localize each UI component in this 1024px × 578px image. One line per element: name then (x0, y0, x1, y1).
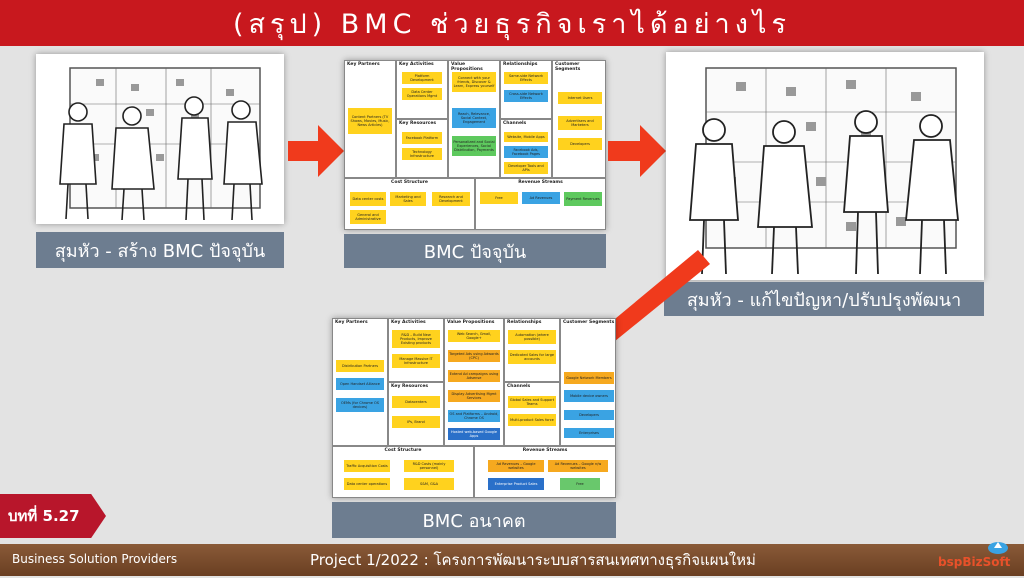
sticky-note: Facebook Ads, Facebook Pages (504, 146, 548, 158)
sticky-note: Automation (where possible) (508, 330, 556, 344)
sticky-note: Multi-product Sales force (508, 414, 556, 426)
sticky-note: Dedicated Sales for large accounts (508, 350, 556, 364)
sticky-note: Developer Tools and APIs (504, 162, 548, 174)
sticky-note: Technology Infrastructure (402, 148, 442, 160)
caption-bmc-current: BMC ปัจจุบัน (344, 234, 606, 268)
sticky-note: Platform Development (402, 72, 442, 84)
sticky-note: R&D Costs (mainly personnel) (404, 460, 454, 472)
sticky-note: Open Handset Alliance (336, 378, 384, 390)
sticky-note: Data Center Operations Mgmt (402, 88, 442, 100)
sticky-note: Personalized and Social Experiences, Soc… (452, 136, 496, 156)
sticky-note: Data center costs (350, 192, 386, 206)
sticky-note: Advertisers and Marketers (558, 116, 602, 130)
sticky-note: Google Network Members (564, 372, 614, 384)
sticky-note: Same-side Network Effects (504, 72, 548, 84)
sticky-note: Enterprises (564, 428, 614, 438)
sticky-note: Cross-side Network Effects (504, 90, 548, 102)
right-arrow-icon (608, 125, 666, 177)
sticky-note: Ad Revenues – Google n/w websites (548, 460, 608, 472)
sticky-note: Display Advertising Mgmt Services (448, 390, 500, 402)
caption-bmc-future: BMC อนาคต (332, 502, 616, 538)
caption-brainstorm-improve: สุมหัว - แก้ไขปัญหา/ปรับปรุงพัฒนา (664, 282, 984, 316)
sticky-note: Extend Ad campaigns using Adsense (448, 370, 500, 382)
sticky-note: Ad Revenues – Google websites (488, 460, 544, 472)
bsp-logo: bspBizSoft (936, 540, 1020, 574)
sticky-note: Hosted web-based Google Apps (448, 428, 500, 440)
sticky-note: Web Search, Gmail, Google+ (448, 330, 500, 342)
sticky-note: IPs, Brand (392, 416, 440, 428)
sketch-drawing (59, 67, 263, 221)
sticky-note: Reach, Relevance, Social Context, Engage… (452, 108, 496, 128)
sticky-note: Manage Massive IT Infrastructure (392, 354, 440, 368)
sticky-note: Developers (558, 138, 602, 150)
sticky-note: Facebook Platform (402, 132, 442, 144)
sticky-note: Targeted Ads using Adwords (CPC) (448, 350, 500, 362)
sticky-note: General and Administrative (350, 210, 386, 224)
sticky-note: Research and Development (432, 192, 470, 206)
sticky-note: Ad Revenues (522, 192, 560, 204)
footer-project: Project 1/2022 : โครงการพัฒนาระบบสารสนเท… (310, 551, 756, 569)
sketch-drawing (689, 67, 959, 275)
sticky-note: Global Sales and Support Teams (508, 396, 556, 408)
sticky-note: Content Partners (TV Shows, Movies, Musi… (348, 108, 392, 134)
bmc-current-canvas: Key Partners Key Activities Key Resource… (344, 60, 606, 230)
sticky-note: Internet Users (558, 92, 602, 104)
sticky-note: OS and Platforms – Android, Chrome OS (448, 410, 500, 422)
footer-bar (0, 544, 1024, 576)
sticky-note: Website, Mobile Apps (504, 132, 548, 142)
footer-company: Business Solution Providers (12, 552, 178, 566)
sticky-note: OEMs (for Chrome OS devices) (336, 398, 384, 412)
sticky-note: Developers (564, 410, 614, 420)
sticky-note: S&M, G&A (404, 478, 454, 490)
brainstorm-sketch-image (36, 54, 284, 224)
sticky-note: R&D – Build New Products, Improve Existi… (392, 330, 440, 348)
brainstorm-improve-image (666, 52, 984, 280)
sticky-note: Data center operations (344, 478, 390, 490)
caption-brainstorm-current: สุมหัว - สร้าง BMC ปัจจุบัน (36, 232, 284, 268)
sticky-note: Free (480, 192, 518, 204)
sticky-note: Mobile device owners (564, 390, 614, 402)
sticky-note: Traffic Acquisition Costs (344, 460, 390, 472)
sticky-note: Distribution Partners (336, 360, 384, 372)
right-arrow-icon (288, 125, 344, 177)
svg-text:bspBizSoft: bspBizSoft (938, 555, 1011, 569)
sticky-note: Enterprise Product Sales (488, 478, 544, 490)
sticky-note: Free (560, 478, 600, 490)
sticky-note: Connect with your friends, Discover & Le… (452, 72, 496, 92)
chapter-badge: บทที่ 5.27 (0, 494, 106, 538)
sticky-note: Payment Revenues (564, 192, 602, 206)
bmc-future-canvas: Key Partners Key Activities Key Resource… (332, 318, 616, 498)
page-title: (สรุป) BMC ช่วยธุรกิจเราได้อย่างไร (0, 0, 1024, 46)
sticky-note: Datacenters (392, 396, 440, 408)
sticky-note: Marketing and Sales (390, 192, 426, 206)
